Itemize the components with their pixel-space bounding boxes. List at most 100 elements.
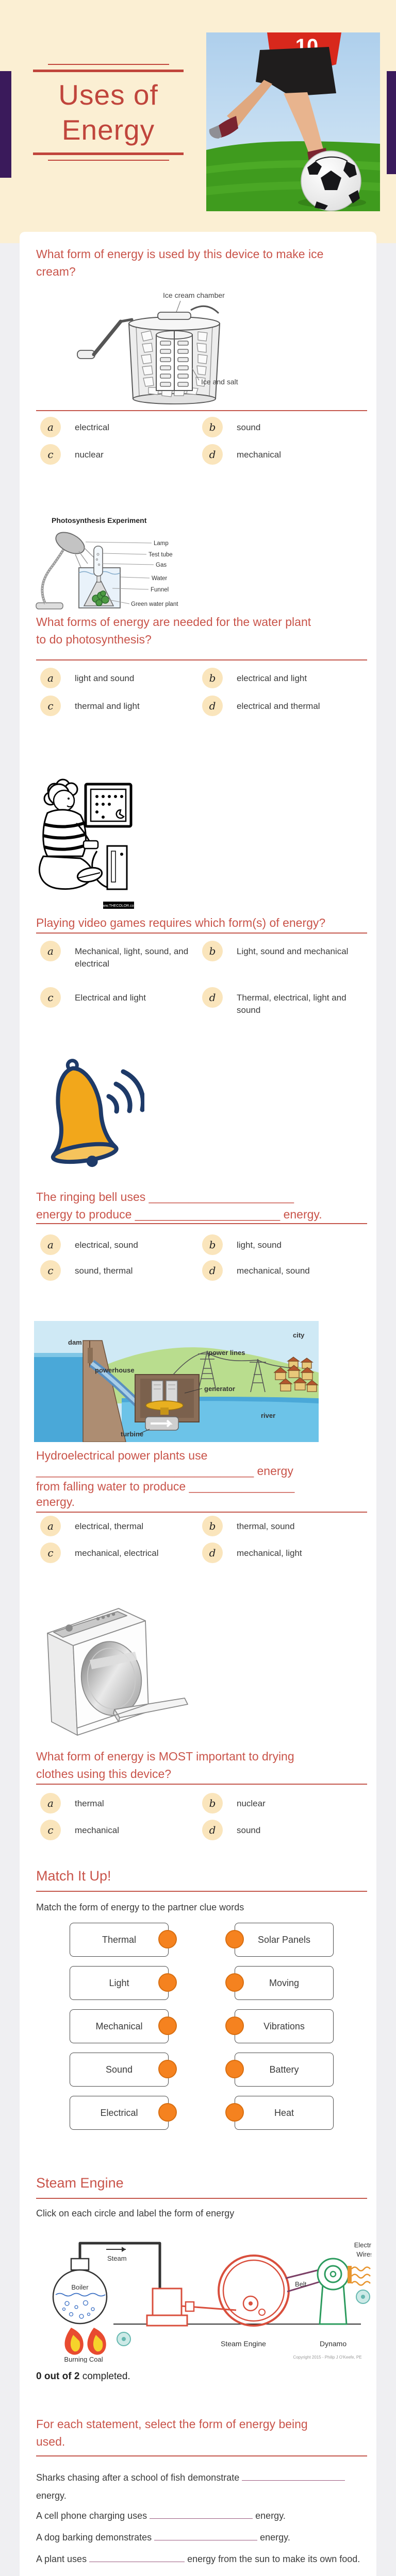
q5-option-d[interactable]: d mechanical, light [202,1543,357,1563]
option-letter-badge: b [202,941,223,961]
powerhouse-label: powerhouse [95,1366,135,1374]
hotspot-electric-wires[interactable] [356,2290,370,2304]
option-letter-badge: d [202,1820,223,1840]
q1-option-a[interactable]: a electrical [40,417,195,437]
match-right-battery[interactable]: Battery [235,2053,334,2087]
ringing-bell-illustration [51,1059,144,1167]
q1-option-d[interactable]: d mechanical [202,444,357,465]
q6-question: What form of energy is MOST important to… [36,1750,294,1781]
gas-label: Gas [156,562,167,568]
option-letter-badge: c [40,1260,61,1281]
left-accent-bar [0,71,11,178]
title-rule-bottom-thick [33,152,184,155]
match-connector-dot[interactable] [158,2016,177,2035]
match-connector-dot[interactable] [225,1930,244,1948]
hero-banner: Uses of Energy [0,0,396,243]
match-right-solar-panels[interactable]: Solar Panels [235,1923,334,1957]
statement-blank-select[interactable] [89,2553,185,2562]
q2-option-b[interactable]: b electrical and light [202,668,357,688]
match-left-electrical[interactable]: Electrical [70,2096,169,2130]
photosynthesis-illustration: Lamp Test tube Gas Water Funnel Green wa… [36,532,178,609]
steam-engine-diagram: Boiler Steam Burning Coal [52,2241,371,2363]
match-connector-dot[interactable] [225,1973,244,1992]
title-rule-bottom-thin [47,160,169,161]
q4-divider [36,1223,367,1224]
match-right-moving[interactable]: Moving [235,1966,334,2000]
q6-option-b[interactable]: b nuclear [202,1793,357,1814]
q2-option-a[interactable]: a light and sound [40,668,195,688]
match-connector-dot[interactable] [225,2060,244,2078]
worksheet-card: What form of energy is used by this devi… [20,232,376,2576]
option-letter-badge: c [40,444,61,465]
q2-question: What forms of energy are needed for the … [36,615,311,646]
statement-blank-select[interactable] [150,2510,253,2519]
q1-question: What form of energy is used by this devi… [36,247,324,278]
steam-instruction: Click on each circle and label the form … [36,2208,235,2218]
match-instruction: Match the form of energy to the partner … [36,1902,244,1912]
q6-option-c[interactable]: c mechanical [40,1820,195,1840]
q6-divider [36,1784,367,1785]
q5-question: Hydroelectrical power plants use _______… [36,1449,295,1509]
q4-option-b[interactable]: b light, sound [202,1234,357,1255]
match-left-sound[interactable]: Sound [70,2053,169,2087]
q4-option-c[interactable]: c sound, thermal [40,1260,195,1281]
q3-option-c[interactable]: c Electrical and light [40,987,195,1008]
option-letter-badge: c [40,696,61,716]
water-label: Water [152,575,167,582]
statement-cell-phone: A cell phone charging uses energy. [36,2510,286,2521]
soccer-illustration: 10 [206,32,380,211]
q6-option-a[interactable]: a thermal [40,1793,195,1814]
match-left-light[interactable]: Light [70,1966,169,2000]
match-left-thermal[interactable]: Thermal [70,1923,169,1957]
q3-divider [36,933,367,934]
q3-option-b[interactable]: b Light, sound and mechanical [202,941,357,961]
q5-option-b[interactable]: b thermal, sound [202,1516,357,1536]
match-left-mechanical[interactable]: Mechanical [70,2009,169,2043]
q1-option-c[interactable]: c nuclear [40,444,195,465]
q3-option-a[interactable]: a Mechanical, light, sound, and electric… [40,941,195,970]
soccer-photo: 10 [206,32,380,211]
match-connector-dot[interactable] [158,1973,177,1992]
match-it-up-heading: Match It Up! [36,1868,111,1884]
q1-divider [36,410,367,411]
option-letter-badge: d [202,444,223,465]
q1-option-b[interactable]: b sound [202,417,357,437]
q4-option-d[interactable]: d mechanical, sound [202,1260,357,1281]
match-right-heat[interactable]: Heat [235,2096,334,2130]
option-letter-badge: a [40,1793,61,1814]
belt-label: Belt [295,2280,307,2288]
clothes-dryer-illustration [47,1608,188,1736]
match-connector-dot[interactable] [225,2103,244,2122]
match-connector-dot[interactable] [225,2016,244,2035]
title-line-1: Uses of [58,79,158,111]
statement-blank-select[interactable] [154,2532,258,2540]
hotspot-burning-coal[interactable] [117,2332,131,2346]
q5-divider [36,1512,367,1513]
q3-option-d[interactable]: d Thermal, electrical, light and sound [202,987,357,1016]
steam-engine-heading: Steam Engine [36,2175,124,2191]
q5-option-c[interactable]: c mechanical, electrical [40,1543,195,1563]
option-letter-badge: b [202,668,223,688]
match-connector-dot[interactable] [158,2060,177,2078]
q5-option-a[interactable]: a electrical, thermal [40,1516,195,1536]
test-tube-label: Test tube [148,552,173,558]
dynamo-label: Dynamo [320,2340,346,2348]
q6-option-d[interactable]: d sound [202,1820,357,1840]
q4-option-a[interactable]: a electrical, sound [40,1234,195,1255]
match-connector-dot[interactable] [158,2103,177,2122]
option-letter-badge: d [202,1260,223,1281]
match-right-vibrations[interactable]: Vibrations [235,2009,334,2043]
title-line-2: Energy [61,114,155,146]
ice-and-salt-label: Ice and salt [201,378,238,386]
q2-option-c[interactable]: c thermal and light [40,696,195,716]
option-letter-badge: b [202,1234,223,1255]
q2-option-d[interactable]: d electrical and thermal [202,696,357,716]
steam-engine-label: Steam Engine [221,2340,266,2348]
match-connector-dot[interactable] [158,1930,177,1948]
lamp-label: Lamp [154,540,169,547]
statement-blank-select[interactable] [242,2472,345,2481]
diagram-copyright: Copyright 2015 - Philip J O'Keefe, PE [293,2355,361,2360]
option-letter-badge: b [202,417,223,437]
option-letter-badge: b [202,1516,223,1536]
